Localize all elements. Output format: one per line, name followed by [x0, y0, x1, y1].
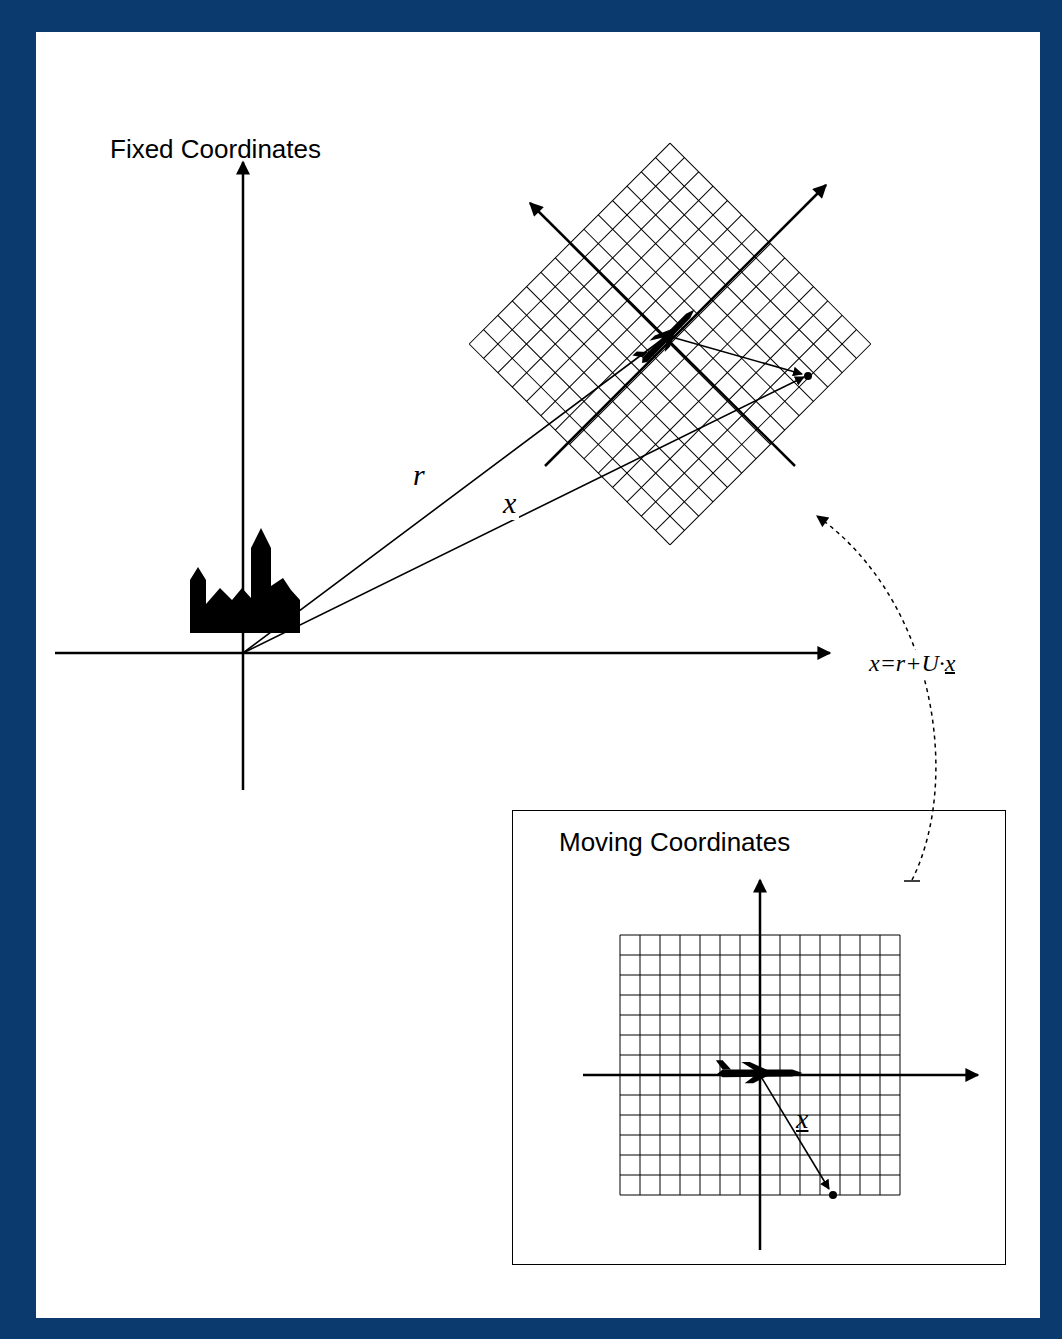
grid-line	[527, 287, 728, 488]
grid-line	[670, 143, 871, 344]
grid-line	[584, 229, 785, 430]
grid-line	[469, 344, 670, 545]
box-title: Moving Coordinates	[559, 827, 995, 858]
moving-axes-rotated	[530, 185, 826, 466]
grid-line	[620, 935, 621, 1195]
plane-icon	[632, 302, 700, 370]
vector-label: r	[413, 458, 425, 492]
grid-line	[613, 201, 814, 402]
grid-line	[541, 272, 742, 473]
position-vectors	[243, 336, 812, 653]
grid-line	[598, 215, 799, 416]
vector-local	[760, 1075, 829, 1189]
rotated-axis	[545, 185, 826, 466]
fixed-x-axis	[55, 652, 830, 655]
plane-icon	[716, 1060, 803, 1083]
grid-line	[656, 158, 857, 359]
frame-title: Fixed Coordinates	[110, 134, 321, 165]
transform-arrow	[817, 516, 936, 881]
grid-line	[700, 935, 701, 1195]
grid-line	[740, 935, 741, 1195]
vector-label: x	[796, 1103, 808, 1135]
grid-line	[820, 935, 821, 1195]
grid-line	[780, 935, 781, 1195]
underline-mark	[945, 672, 956, 674]
rotated-grid	[469, 143, 871, 545]
point-dot	[804, 372, 812, 380]
vector-x	[243, 377, 804, 653]
vector-label: x	[500, 486, 519, 520]
grid-line	[484, 330, 685, 531]
grid-line	[800, 935, 801, 1195]
vector-local	[668, 336, 802, 374]
grid-line	[880, 935, 881, 1195]
point-dot	[829, 1191, 837, 1199]
fixed-y-axis	[242, 162, 245, 790]
arrow-tick	[904, 880, 920, 882]
grid-line	[840, 935, 841, 1195]
grid-line	[680, 935, 681, 1195]
grid-line	[900, 935, 901, 1195]
rotated-axis	[530, 203, 795, 466]
grid-line	[860, 935, 861, 1195]
grid-line	[555, 258, 756, 459]
fixed-axes	[55, 162, 830, 790]
inset-box: Moving Coordinates	[512, 810, 1006, 1265]
vector-r	[243, 341, 660, 653]
grid-line	[640, 935, 641, 1195]
grid-line	[660, 935, 661, 1195]
building-icon	[190, 528, 300, 633]
dashed-arrow	[817, 516, 936, 880]
grid-line	[627, 186, 828, 387]
moving-axes	[583, 880, 978, 1250]
inset-y-axis	[759, 880, 762, 1250]
